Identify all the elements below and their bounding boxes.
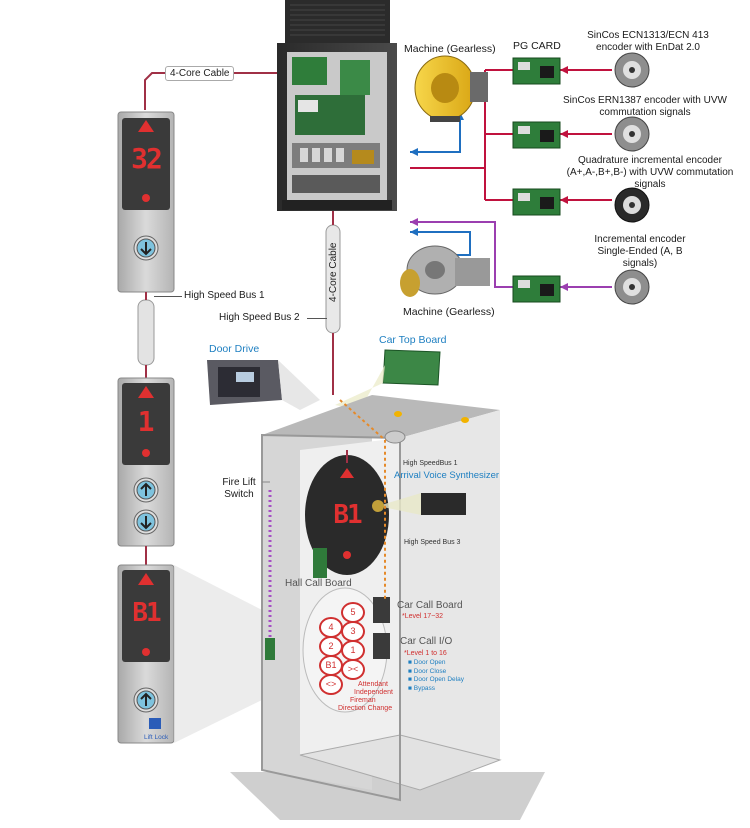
car-call-board-label: Car Call Board	[397, 600, 463, 611]
panel-note: Attendant	[358, 681, 388, 688]
io-item: Door Open	[408, 659, 464, 668]
machine-gearless-top-image	[414, 55, 488, 122]
high-speed-bus-2-label: High Speed Bus 2	[219, 312, 300, 323]
panel-note: Fireman	[350, 697, 376, 704]
panel-note: Direction Change	[338, 705, 393, 712]
hall-display-middle-digits: 1	[137, 405, 155, 438]
purple-signal-lines	[410, 221, 612, 288]
pg-card-images	[512, 57, 561, 303]
hall-display-middle	[117, 377, 175, 547]
hall-display-top-digits: 32	[131, 142, 163, 175]
hall-display-bottom-digits: B1	[132, 598, 161, 628]
machine-gearless-bottom-image	[400, 245, 490, 297]
red-arrowheads	[560, 66, 568, 204]
car-top-board-label: Car Top Board	[379, 334, 447, 346]
led-arrows	[138, 120, 354, 656]
panel-button[interactable]: ><	[341, 659, 365, 680]
encoder2-label: SinCos ERN1387 encoder with UVW commutat…	[563, 95, 727, 118]
machine-gearless-bottom-label: Machine (Gearless)	[403, 306, 495, 318]
high-speed-bus-1-label: High Speed Bus 1	[184, 290, 265, 301]
door-drive-image	[207, 360, 320, 410]
encoder1-label: SinCos ECN1313/ECN 413 encoder with EnDa…	[587, 30, 709, 53]
panel-note: Independent	[354, 689, 393, 696]
car-call-board-level: *Level 17~32	[402, 613, 444, 620]
io-item: Bypass	[408, 685, 464, 694]
encoder4-label: Incremental encoder Single-Ended (A, B s…	[594, 234, 686, 269]
panel-button[interactable]: 3	[341, 621, 365, 642]
cable-top-label: 4-Core Cable	[165, 66, 235, 81]
fire-lift-switch-label: Fire Lift Switch	[222, 477, 256, 500]
high-speedbus-1-car-label: High SpeedBus 1	[403, 460, 458, 467]
car-call-io-level: *Level 1 to 16	[404, 650, 447, 657]
encoder-images	[614, 52, 650, 305]
arrival-voice-synthesizer-label: Arrival Voice Synthesizer	[394, 470, 500, 481]
panel-button[interactable]: B1	[319, 655, 343, 676]
red-signal-lines	[410, 69, 612, 201]
panel-button[interactable]: 2	[319, 636, 343, 657]
encoder3-label: Quadrature incremental encoder (A+,A-,B+…	[566, 155, 734, 190]
lift-lock-label: Lift Lock	[144, 734, 169, 741]
car-display-digits: B1	[333, 500, 362, 530]
door-drive-label: Door Drive	[209, 343, 260, 355]
control-cabinet	[277, 0, 397, 211]
hall-call-board-label: Hall Call Board	[285, 578, 352, 589]
io-item: Door Open Delay	[408, 676, 464, 685]
cable-vertical-label: 4-Core Cable	[328, 242, 339, 302]
panel-button[interactable]: 4	[319, 617, 343, 638]
car-call-io-label: Car Call I/O	[400, 636, 453, 647]
panel-button[interactable]: <>	[319, 674, 343, 695]
machine-gearless-top-label: Machine (Gearless)	[404, 43, 496, 55]
car-call-io-list: Door Open Door Close Door Open Delay Byp…	[408, 659, 464, 693]
panel-button[interactable]: 5	[341, 602, 365, 623]
orange-dashed-line	[339, 399, 386, 600]
pg-card-label: PG CARD	[513, 40, 561, 52]
blue-signal-lines	[410, 115, 471, 256]
io-item: Door Close	[408, 668, 464, 677]
high-speed-bus-3-label: High Speed Bus 3	[404, 539, 461, 546]
panel-button[interactable]: 1	[341, 640, 365, 661]
elevator-car	[230, 395, 545, 820]
